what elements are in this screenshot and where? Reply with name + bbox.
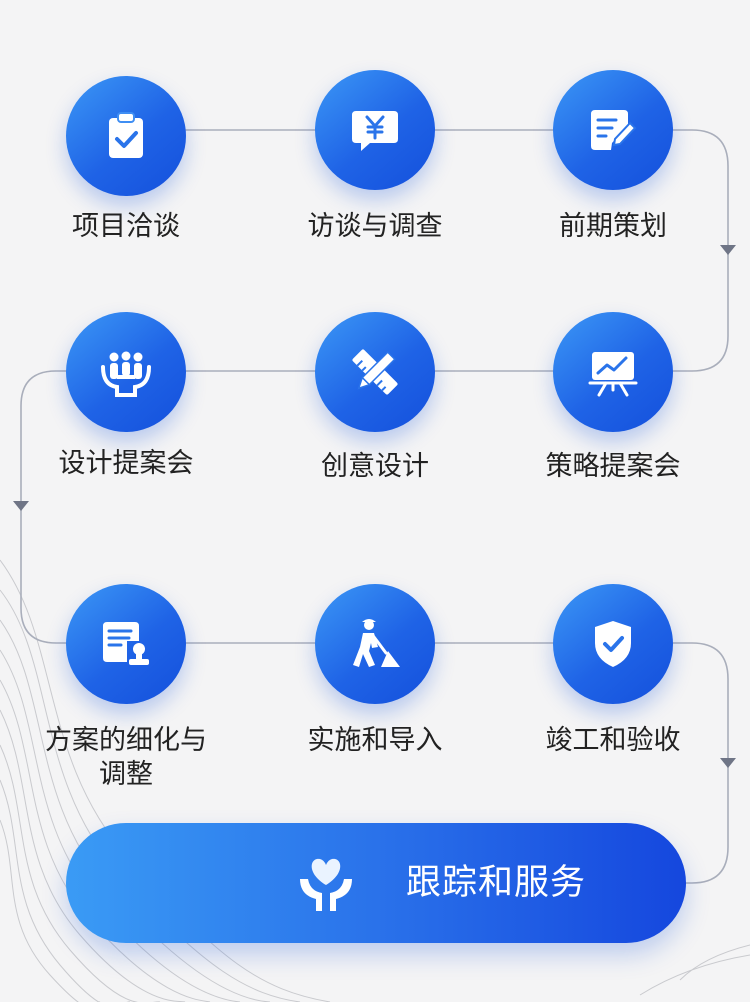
shield-check-icon bbox=[595, 621, 631, 667]
step-4-label: 设计提案会 bbox=[58, 448, 194, 479]
step-1-label: 项目洽谈 bbox=[72, 211, 180, 242]
arrow-down-right-2 bbox=[720, 758, 736, 768]
step-8-label: 实施和导入 bbox=[307, 725, 443, 756]
step-9-node bbox=[553, 584, 673, 704]
presentation-chart-icon bbox=[588, 352, 638, 397]
document-edit-icon bbox=[591, 110, 637, 150]
clipboard-check-icon bbox=[109, 112, 143, 158]
worker-shovel-icon bbox=[353, 619, 400, 667]
final-step-label: 跟踪和服务 bbox=[406, 863, 587, 903]
step-6-label: 策略提案会 bbox=[545, 451, 681, 482]
step-9-label: 竣工和验收 bbox=[545, 725, 681, 756]
arrow-down-right-1 bbox=[720, 245, 736, 255]
step-3-node bbox=[553, 70, 673, 190]
pencil-ruler-icon bbox=[352, 349, 398, 395]
final-step-bar: 跟踪和服务 bbox=[66, 823, 686, 943]
document-stamp-icon bbox=[103, 622, 149, 665]
step-3-label: 前期策划 bbox=[559, 211, 667, 242]
step-2-label: 访谈与调查 bbox=[307, 211, 443, 242]
yuan-chat-icon bbox=[352, 111, 398, 151]
step-4-node bbox=[66, 312, 186, 432]
step-7-node bbox=[66, 584, 186, 704]
step-8-node bbox=[315, 584, 435, 704]
meeting-icon bbox=[101, 351, 151, 397]
arrow-down-left bbox=[13, 501, 29, 511]
step-6-node bbox=[553, 312, 673, 432]
step-5-label: 创意设计 bbox=[321, 451, 429, 482]
step-5-node bbox=[315, 312, 435, 432]
heart-hands-icon bbox=[300, 858, 352, 911]
step-7-label: 方案的细化与 调整 bbox=[45, 725, 207, 790]
step-2-node bbox=[315, 70, 435, 190]
step-1-node bbox=[66, 76, 186, 196]
